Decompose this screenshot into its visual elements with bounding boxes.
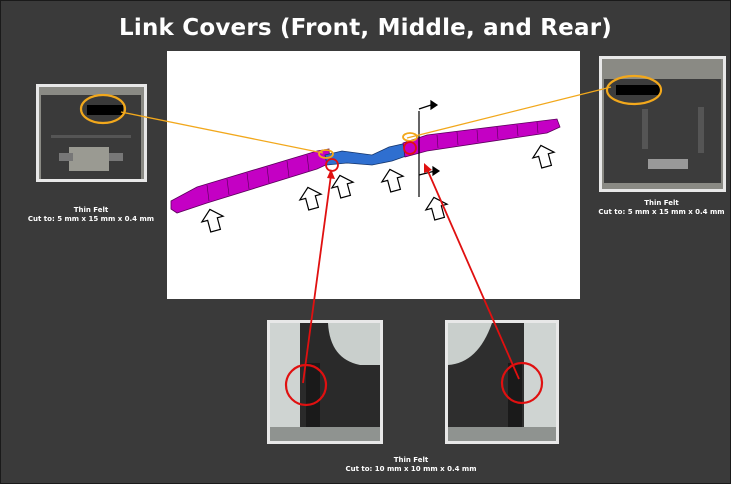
rear-cover-ribs	[436, 121, 539, 149]
middle-left-marker	[325, 158, 339, 172]
middle-cover-photo-right	[445, 320, 559, 444]
rear-link-cover	[402, 118, 561, 158]
front-callout-marker	[318, 149, 334, 159]
part-diagram-panel	[167, 51, 580, 299]
front-link-cover	[170, 148, 331, 214]
rear-callout-marker	[402, 132, 418, 142]
middle-cover-photo-left	[267, 320, 383, 444]
front-cover-ribs	[206, 154, 310, 202]
rear-cover-photo	[599, 56, 726, 192]
front-cover-photo	[36, 84, 147, 182]
middle-right-callout-line	[426, 168, 520, 380]
front-callout-line	[120, 111, 324, 154]
rear-felt-caption: Thin Felt Cut to: 5 mm x 15 mm x 0.4 mm	[598, 199, 725, 216]
slide-title: Link Covers (Front, Middle, and Rear)	[119, 15, 612, 41]
middle-left-callout-line	[302, 174, 332, 384]
middle-felt-caption: Thin Felt Cut to: 10 mm x 10 mm x 0.4 mm	[345, 456, 477, 473]
link-cover-diagram	[170, 99, 561, 233]
axis-arrow-icon	[418, 99, 441, 197]
front-felt-caption: Thin Felt Cut to: 5 mm x 15 mm x 0.4 mm	[27, 206, 155, 223]
middle-right-marker	[403, 141, 417, 155]
rear-callout-line	[406, 86, 612, 139]
